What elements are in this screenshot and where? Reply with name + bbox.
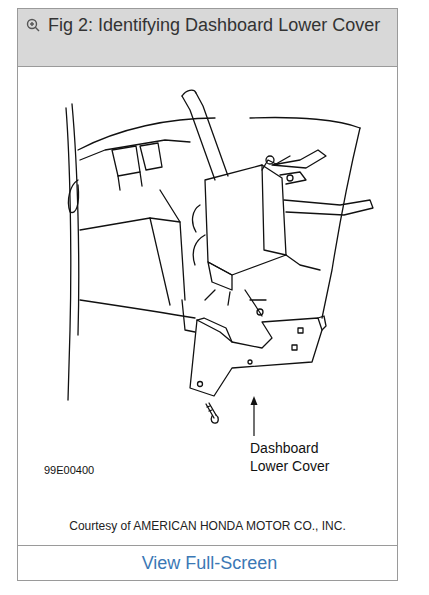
footer-rule <box>18 545 397 546</box>
dashboard-illustration <box>66 90 373 423</box>
fullscreen-link: View Full-Screen <box>20 552 399 574</box>
credit-caption: Courtesy of AMERICAN HONDA MOTOR CO., IN… <box>18 519 397 534</box>
leader-arrow <box>251 396 258 436</box>
card-border <box>18 9 398 581</box>
header-band <box>18 9 397 66</box>
figure-code: 99E00400 <box>44 463 134 477</box>
figure-title: Fig 2: Identifying Dashboard Lower Cover <box>48 14 388 36</box>
zoom-icon <box>28 20 40 32</box>
header-rule <box>18 66 397 67</box>
part-name: Dashboard Lower Cover <box>250 439 360 475</box>
